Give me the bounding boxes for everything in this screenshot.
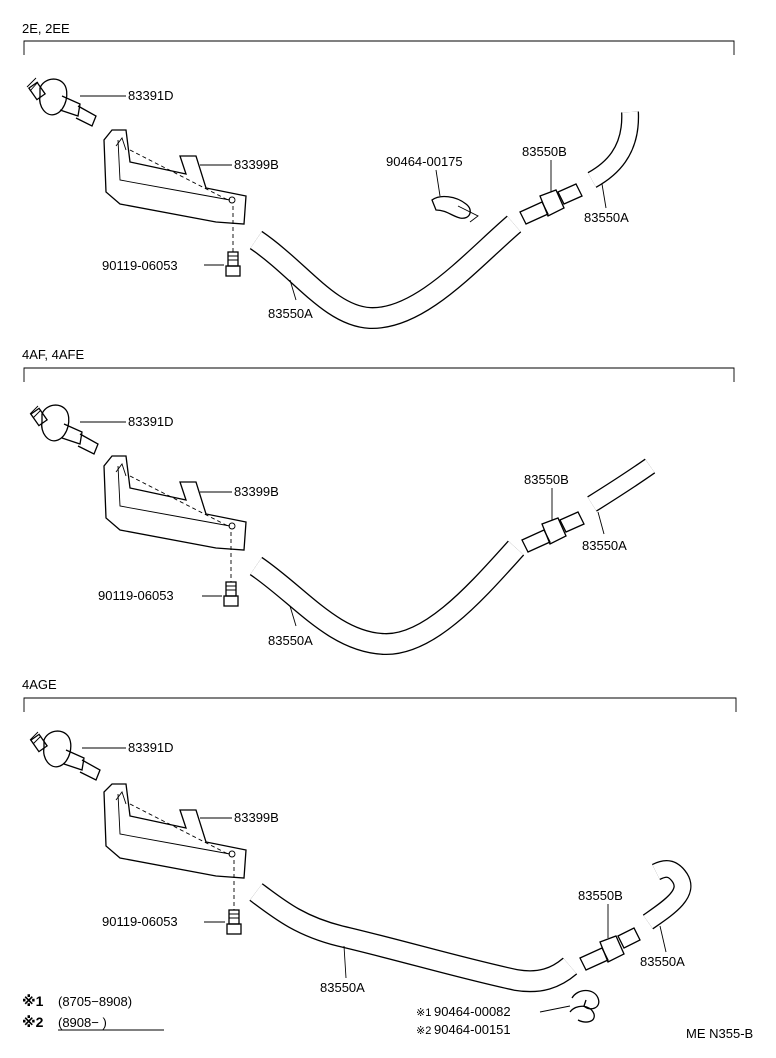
clip-part	[431, 169, 479, 223]
label-83391d: 83391D	[128, 740, 174, 755]
section-2e-2ee: 2E, 2EE 83391D 83399B	[22, 21, 735, 329]
bolt-part	[204, 206, 241, 277]
small-mark-1: ※1	[416, 1007, 431, 1019]
section-title: 4AGE	[22, 677, 57, 692]
label-90119-06053: 90119-06053	[102, 258, 178, 273]
label-90464-00151: 90464-00151	[434, 1022, 511, 1037]
section-bracket-line	[23, 697, 737, 712]
joint-part	[521, 488, 585, 553]
section-4age: 4AGE 83391D 83399B 90119-06053	[22, 677, 737, 1037]
label-90464-00175: 90464-00175	[386, 154, 463, 169]
legend-mark-1: ※1	[22, 993, 44, 1009]
section-bracket-line	[23, 40, 735, 55]
legend-mark-2: ※2	[22, 1014, 44, 1030]
legend-range-2: (8908− )	[58, 1015, 107, 1030]
section-title: 4AF, 4AFE	[22, 347, 84, 362]
clip-part	[539, 989, 600, 1023]
label-83399b: 83399B	[234, 157, 279, 172]
label-main-hose: 83550A	[268, 306, 313, 321]
vsv-part	[26, 77, 126, 127]
label-90119-06053: 90119-06053	[98, 588, 174, 603]
label-main-hose: 83550A	[320, 980, 365, 995]
vsv-part	[29, 404, 126, 455]
label-83550b: 83550B	[522, 144, 567, 159]
bolt-part	[202, 532, 239, 607]
label-83550b: 83550B	[578, 888, 623, 903]
bolt-part	[204, 860, 242, 935]
legend-range-1: (8705−8908)	[58, 994, 132, 1009]
section-bracket-line	[23, 367, 735, 382]
legend: ※1 (8705−8908) ※2 (8908− )	[22, 993, 164, 1031]
end-hose	[587, 458, 656, 535]
bracket-part	[103, 129, 247, 225]
joint-part	[579, 904, 641, 971]
drawing-code: ME N355-B	[686, 1026, 753, 1041]
label-main-hose: 83550A	[268, 633, 313, 648]
label-end-hose: 83550A	[582, 538, 627, 553]
bracket-part	[103, 783, 247, 879]
section-title: 2E, 2EE	[22, 21, 70, 36]
label-90464-00082: 90464-00082	[434, 1004, 511, 1019]
label-83391d: 83391D	[128, 414, 174, 429]
end-hose	[642, 859, 692, 953]
label-end-hose: 83550A	[640, 954, 685, 969]
section-4af-4afe: 4AF, 4AFE 83391D 83399B 90119-0	[22, 347, 735, 655]
end-hose	[587, 111, 640, 209]
main-hose	[249, 215, 522, 329]
small-mark-2: ※2	[416, 1025, 431, 1037]
main-hose	[249, 883, 578, 993]
label-83391d: 83391D	[128, 88, 174, 103]
bracket-part	[103, 455, 247, 551]
label-83399b: 83399B	[234, 810, 279, 825]
vsv-part	[29, 730, 126, 781]
label-end-hose: 83550A	[584, 210, 629, 225]
label-83550b: 83550B	[524, 472, 569, 487]
label-83399b: 83399B	[234, 484, 279, 499]
main-hose	[249, 540, 525, 655]
label-90119-06053: 90119-06053	[102, 914, 178, 929]
joint-part	[519, 160, 583, 225]
